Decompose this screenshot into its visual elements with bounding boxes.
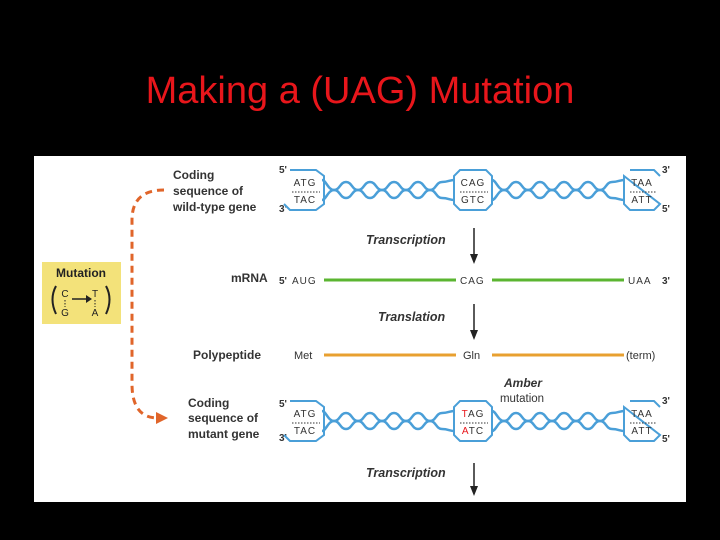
wild-type-dna: 5' 3' 3' 5' ATG TAC CAG GTC TAA ATT — [279, 165, 670, 215]
mt-codon2-bottom-rest: TC — [469, 426, 484, 437]
mt-codon2-bottom: ATC — [462, 426, 484, 437]
mutation-box: Mutation C G T A — [42, 262, 121, 324]
mt-end-bottom-left: 3' — [279, 433, 287, 444]
mt-codon2-top-mutant-base: T — [462, 409, 468, 420]
mrna-codon3: UAA — [628, 276, 652, 287]
amber-label-2: mutation — [500, 393, 544, 405]
wild-type-label-3: wild-type gene — [172, 200, 257, 214]
polypeptide-aa2: Gln — [463, 350, 480, 362]
mt-end-top-right: 3' — [662, 396, 670, 407]
mt-codon2-bottom-mutant-base: A — [462, 426, 469, 437]
wt-codon3-top: TAA — [631, 178, 653, 189]
mt-codon1-bottom: TAC — [294, 426, 316, 437]
mt-codon2-top-rest: AG — [468, 409, 484, 420]
mutant-label-1: Coding — [188, 396, 229, 410]
transcription-arrow — [470, 228, 478, 264]
wt-end-bottom-right: 5' — [662, 204, 670, 215]
transcription-label-2: Transcription — [366, 466, 446, 480]
mrna-codon2: CAG — [460, 276, 485, 287]
mutation-box-title: Mutation — [56, 266, 106, 280]
mutant-label-3: mutant gene — [188, 427, 260, 441]
wt-codon2-top: CAG — [461, 178, 486, 189]
mt-codon3-bottom: ATT — [631, 426, 652, 437]
mutation-right-bottom: A — [92, 308, 99, 319]
mutant-label-2: sequence of — [188, 411, 259, 425]
transcription-label: Transcription — [366, 233, 446, 247]
mrna-label: mRNA — [231, 271, 268, 285]
mutation-right-top: T — [92, 289, 98, 300]
mutation-left-bottom: G — [61, 308, 69, 319]
wt-end-top-right: 3' — [662, 165, 670, 176]
wt-end-top-left: 5' — [279, 165, 287, 176]
polypeptide-aa3: (term) — [626, 350, 655, 362]
wt-codon1-bottom: TAC — [294, 195, 316, 206]
mt-end-bottom-right: 5' — [662, 434, 670, 445]
wt-codon1-top: ATG — [294, 178, 317, 189]
transcription-arrow-2 — [470, 463, 478, 496]
translation-label: Translation — [378, 310, 446, 324]
wt-end-bottom-left: 3' — [279, 204, 287, 215]
translation-arrow — [470, 304, 478, 340]
wild-type-label-2: sequence of — [173, 184, 244, 198]
mutation-left-top: C — [61, 289, 68, 300]
mutant-dna: 5' 3' 3' 5' ATG TAC TAG ATC TAA ATT — [279, 396, 670, 445]
mutation-arrow — [130, 188, 168, 424]
slide-title: Making a (UAG) Mutation — [145, 70, 575, 112]
amber-label-1: Amber — [503, 376, 543, 390]
mrna-codon1: AUG — [292, 276, 317, 287]
mt-codon2-top: TAG — [462, 409, 485, 420]
wild-type-label-1: Coding — [173, 168, 214, 182]
polypeptide-aa1: Met — [294, 350, 312, 362]
mt-codon3-top: TAA — [631, 409, 653, 420]
wt-codon2-bottom: GTC — [461, 195, 485, 206]
mrna-end-right: 3' — [662, 276, 670, 287]
wt-codon3-bottom: ATT — [631, 195, 652, 206]
mt-end-top-left: 5' — [279, 399, 287, 410]
mt-codon1-top: ATG — [294, 409, 317, 420]
mutation-figure: Mutation C G T A Coding sequence of wild… — [34, 156, 686, 502]
mrna-end-left: 5' — [279, 276, 287, 287]
polypeptide-label: Polypeptide — [193, 348, 261, 362]
